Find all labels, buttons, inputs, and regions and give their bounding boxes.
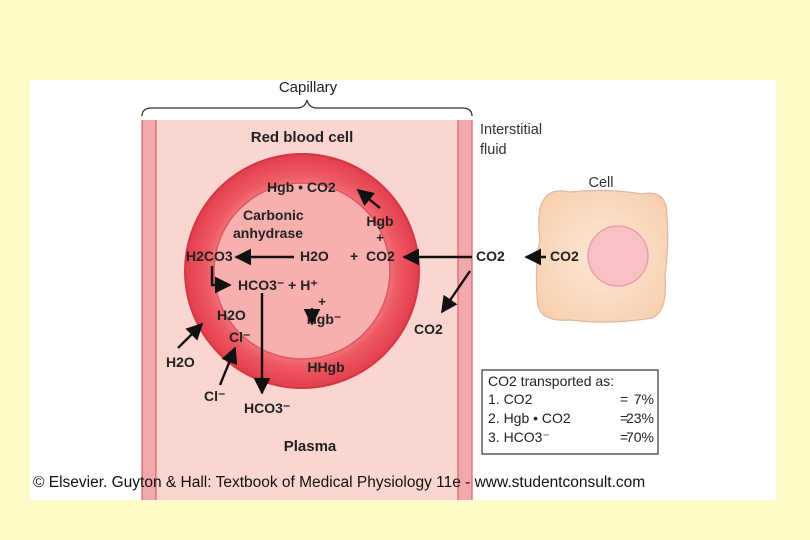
hhgb-label: HHgb [307,359,344,375]
copyright-text: © Elsevier. Guyton & Hall: Textbook of M… [33,474,646,491]
carbonic-anhydrase-line2: anhydrase [233,225,303,241]
transport-row-value: 70% [626,429,654,445]
transport-row-value: 7% [634,391,654,407]
arrow-interstitial-to-plasma [441,270,471,314]
co2-interstitial-label: CO2 [476,248,505,264]
red-blood-cell-label: Red blood cell [251,129,354,146]
figure-panel: Capillary Red blood cell Interstitial fl… [30,79,776,500]
transport-row-equals: = [620,429,628,445]
hco3-plasma-label: HCO3⁻ [244,400,290,416]
h2o-plasma-label: H2O [166,354,195,370]
transport-row-value: 23% [626,410,654,426]
transport-box-title: CO2 transported as: [488,373,614,389]
transport-row-label: 1. CO2 [488,391,533,407]
transport-row-label: 3. HCO3⁻ [488,429,550,445]
hgb-top-label: Hgb [366,213,393,229]
transport-row-equals: = [620,410,628,426]
hgb-minus-plus-sign: + [318,294,326,309]
capillary-wall-left [142,120,156,500]
transport-row-equals: = [620,391,628,407]
co2-plasma-label: CO2 [414,321,443,337]
interstitial-fluid-label-line2: fluid [480,142,507,158]
plus-sign-rbc: + [350,248,358,264]
cl-plasma-label: Cl⁻ [204,388,225,404]
transport-summary-box [481,369,659,455]
carbonic-anhydrase-line1: Carbonic [243,207,304,223]
cl-membrane-label: Cl⁻ [229,329,250,345]
capillary-wall-right [458,120,472,500]
transport-row-label: 2. Hgb • CO2 [488,410,571,426]
h2o-rbc-label: H2O [300,248,329,264]
hgb-plus-sign: + [376,230,384,245]
arrow-h2co3-dissociation [210,266,232,294]
interstitial-fluid-label-line1: Interstitial [480,122,542,138]
cell-nucleus [587,225,649,287]
plasma-label: Plasma [284,438,337,455]
h2o-membrane-label: H2O [217,307,246,323]
red-blood-cell-inner [213,182,391,360]
co2-transport-diagram: Capillary Red blood cell Interstitial fl… [141,79,669,500]
h2co3-label: H2CO3 [186,248,233,264]
arrow-h2o-into-rbc [177,322,204,349]
hco3-h-label: HCO3⁻ + H⁺ [238,277,318,293]
cell-label: Cell [589,175,614,191]
capillary-brace [141,99,473,117]
hgb-co2-label: Hgb • CO2 [267,179,336,195]
co2-cell-label: CO2 [550,248,579,264]
arrow-co2-to-hgb [356,188,381,209]
arrow-cl-into-rbc [218,346,238,386]
capillary-label: Capillary [279,80,338,96]
co2-rbc-label: CO2 [366,248,395,264]
